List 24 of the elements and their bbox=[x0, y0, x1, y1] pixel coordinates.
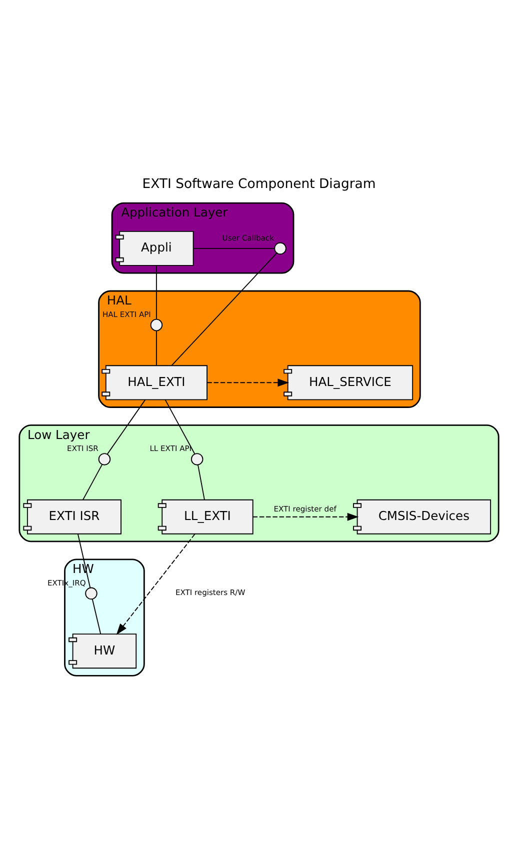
node-circle bbox=[98, 453, 111, 466]
node-circle bbox=[274, 242, 286, 255]
edge-label: EXTI registers R/W bbox=[175, 588, 246, 598]
arrow bbox=[206, 378, 290, 387]
arrow bbox=[252, 512, 359, 521]
edge-label: EXTI register def bbox=[274, 504, 336, 514]
node-label: LL EXTI API bbox=[150, 444, 192, 454]
arrow bbox=[116, 534, 196, 635]
node-circle bbox=[85, 587, 98, 600]
connector bbox=[171, 252, 278, 366]
connector bbox=[156, 330, 157, 366]
node-label: EXTI ISR bbox=[67, 444, 98, 454]
connector bbox=[106, 399, 146, 455]
node-label: User Callback bbox=[222, 233, 274, 242]
connector bbox=[164, 399, 196, 454]
connector bbox=[92, 598, 102, 634]
connector bbox=[192, 248, 275, 249]
connector bbox=[156, 265, 157, 320]
diagram-title: EXTI Software Component Diagram bbox=[142, 177, 376, 192]
connector bbox=[198, 464, 205, 500]
node-circle bbox=[150, 318, 163, 332]
connector bbox=[82, 464, 103, 500]
node-label: HAL EXTI API bbox=[102, 310, 151, 319]
node-circle bbox=[190, 453, 204, 466]
